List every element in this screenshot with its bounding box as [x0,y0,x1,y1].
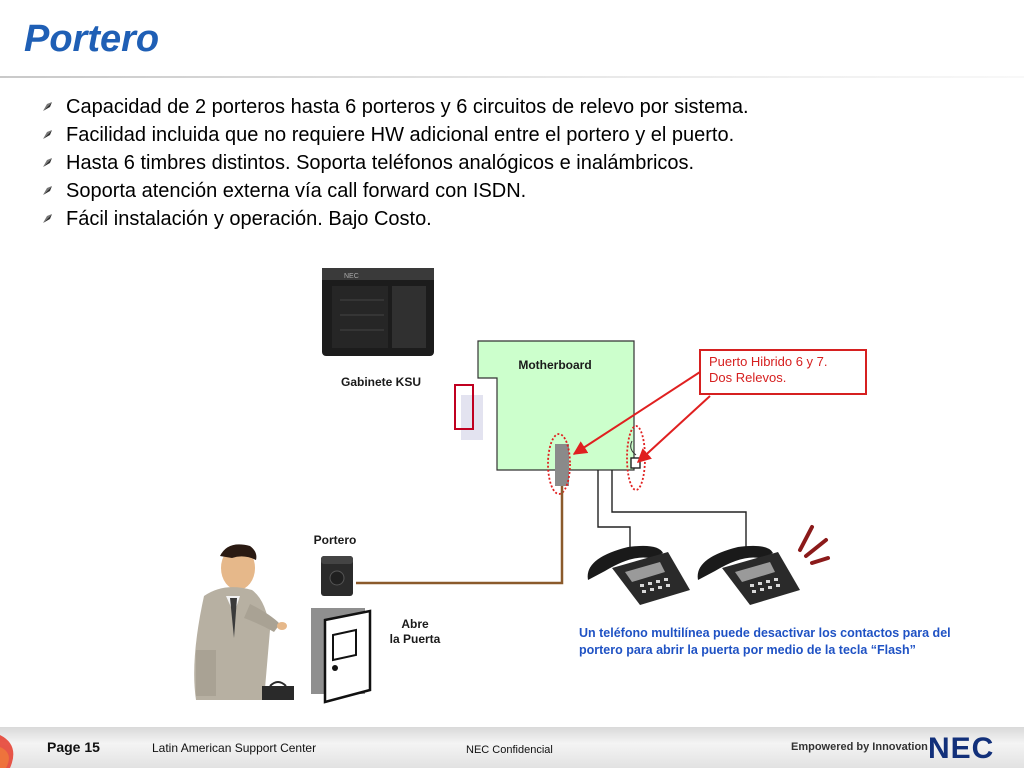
open-door-caption: Abre la Puerta [380,617,450,647]
door-phone-caption: Portero [313,533,357,547]
door-phone-unit-image [321,556,353,596]
phone-wire [597,470,631,548]
bullet-arrow-icon [43,158,52,167]
ksu-cabinet-image: NEC [322,268,434,356]
callout-arrow [572,371,701,455]
analog-port-connector [555,444,569,486]
footer-center-text: Latin American Support Center [152,741,317,755]
footer-confidential: NEC Confidencial [466,744,553,756]
footer-page-number: Page 15 [47,739,100,755]
title-divider [0,76,1024,78]
bullet-text: Fácil instalación y operación. Bajo Cost… [66,208,432,230]
bullet-list: Capacidad de 2 porteros hasta 6 porteros… [40,93,749,233]
door-phone-wire [356,486,564,585]
door-image [311,608,372,704]
bullet-text: Facilidad incluida que no requiere HW ad… [66,124,735,146]
motherboard-board [477,340,635,471]
door-phone-diagram: NEC [194,268,830,704]
callout-line2: Dos Relevos. [709,370,787,385]
bullet-item: Capacidad de 2 porteros hasta 6 porteros… [40,93,749,121]
nec-logo: NEC [928,732,995,765]
callout-line1: Puerto Hibrido 6 y 7. [709,354,828,369]
bullet-item: Fácil instalación y operación. Bajo Cost… [40,205,749,233]
ringing-marks-icon [798,525,830,565]
bullet-text: Hasta 6 timbres distintos. Soporta teléf… [66,152,695,174]
relay-port-connector [630,457,641,469]
multiline-phone-image [697,545,800,605]
flash-key-note: Un teléfono multilínea puede desactivar … [579,626,951,657]
ksu-caption: Gabinete KSU [340,375,421,389]
port-highlight-oval [547,433,571,495]
bullet-arrow-icon [43,130,52,139]
footer-tagline: Empowered by Innovation [791,741,928,753]
footer-swirl-decoration [0,735,14,768]
bullet-text: Soporta atención externa vía call forwar… [66,180,527,202]
callout-arrow [636,395,711,463]
open-door-caption-line1: Abre [401,617,429,631]
bullet-arrow-icon [43,214,52,223]
bullet-text: Capacidad de 2 porteros hasta 6 porteros… [66,96,749,118]
page-title: Portero [24,18,160,60]
relay-contact-icon [454,384,483,440]
relay-wire-hook [630,440,637,456]
bullet-item: Facilidad incluida que no requiere HW ad… [40,121,749,149]
person-pressing-button-image [194,544,294,700]
ksu-brand-text: NEC [344,273,359,280]
bullet-arrow-icon [43,102,52,111]
bullet-arrow-icon [43,186,52,195]
phone-wire [611,470,747,548]
open-door-caption-line2: la Puerta [389,632,441,646]
multiline-phone-image [587,545,690,605]
motherboard-caption: Motherboard [518,358,592,372]
footer-bar [0,727,1024,768]
hybrid-port-callout: Puerto Hibrido 6 y 7. Dos Relevos. [699,349,867,395]
bullet-item: Soporta atención externa vía call forwar… [40,177,749,205]
bullet-item: Hasta 6 timbres distintos. Soporta teléf… [40,149,749,177]
